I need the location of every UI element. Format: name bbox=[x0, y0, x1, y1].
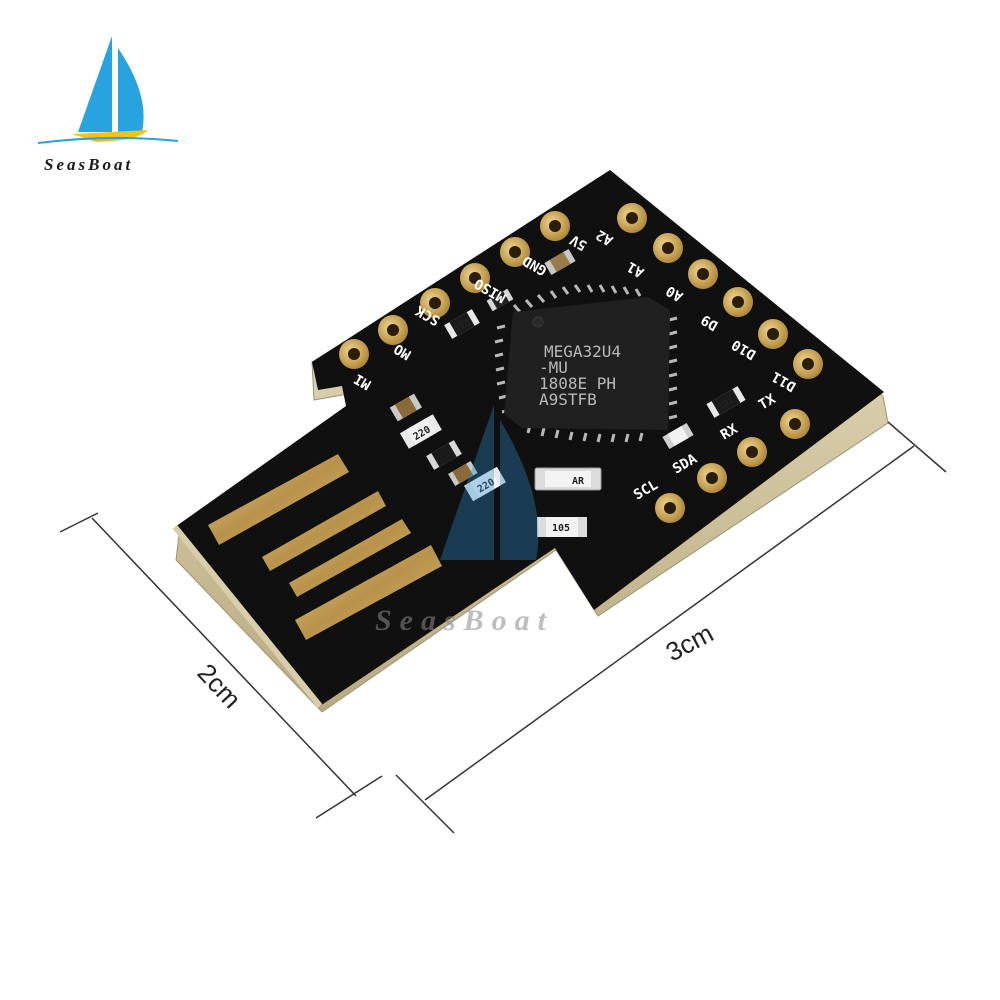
header-pad-hole-14 bbox=[746, 446, 758, 458]
pin-label-5v: 5V bbox=[567, 231, 590, 254]
dimension-width-tick-left bbox=[395, 774, 455, 834]
smd-capacitor-top bbox=[544, 248, 576, 276]
chip-text-line-2: -MU bbox=[539, 358, 568, 377]
chip-text-line-1: MEGA32U4 bbox=[544, 342, 621, 361]
sail-right-icon bbox=[118, 48, 144, 132]
chip-body bbox=[504, 297, 670, 430]
usb-contact-2 bbox=[262, 491, 386, 571]
logo-text: SeasBoat bbox=[44, 155, 133, 174]
pin-label-rx: RX bbox=[718, 421, 741, 444]
pcb-board bbox=[172, 170, 889, 713]
usb-contact-3 bbox=[289, 519, 411, 597]
pin-label-a1: A1 bbox=[624, 258, 647, 280]
seasboat-logo: SeasBoat bbox=[37, 36, 179, 174]
header-pad-hole-13 bbox=[789, 418, 801, 430]
watermark-sail-icon bbox=[440, 405, 494, 560]
smd-resistor-mid bbox=[426, 440, 462, 470]
pin-label-d9: D9 bbox=[698, 311, 721, 333]
pin-label-tx: TX bbox=[756, 391, 779, 414]
header-pad-hole-9 bbox=[697, 268, 709, 280]
mcu-chip: MEGA32U4 -MU 1808E PH A9STFB bbox=[494, 284, 678, 443]
dimension-height-label: 2cm bbox=[192, 658, 247, 714]
dimension-height bbox=[59, 512, 383, 819]
smd-components: 103 220 220 bbox=[389, 248, 746, 537]
dimension-width-label: 3cm bbox=[661, 618, 718, 668]
header-pad-hole-7 bbox=[626, 212, 638, 224]
chip-text-line-3: 1808E PH bbox=[539, 374, 616, 393]
watermark: SeasBoat bbox=[375, 405, 554, 637]
smd-capacitor-mid bbox=[448, 460, 478, 487]
watermark-text: SeasBoat bbox=[375, 604, 554, 637]
header-pad-hole-5 bbox=[509, 246, 521, 258]
smd-capacitor-105: 105 bbox=[537, 517, 587, 537]
chip-text-line-4: A9STFB bbox=[539, 390, 597, 409]
sail-left-icon bbox=[78, 36, 112, 132]
usb-contact-1 bbox=[208, 454, 349, 545]
header-pad-hole-3 bbox=[429, 297, 441, 309]
header-pad-hole-12 bbox=[802, 358, 814, 370]
smd-crystal-ar: AR bbox=[534, 467, 602, 491]
header-pad-hole-10 bbox=[732, 296, 744, 308]
smd-resistor-small bbox=[486, 288, 514, 312]
smd-label-105: 105 bbox=[552, 523, 570, 534]
pin-label-a0: A0 bbox=[663, 282, 686, 304]
header-pad-hole-15 bbox=[706, 472, 718, 484]
chip-pin1-dot bbox=[532, 316, 544, 328]
dimension-width bbox=[395, 421, 947, 834]
header-pad-hole-4 bbox=[469, 272, 481, 284]
header-pad-hole-1 bbox=[348, 348, 360, 360]
dimension-width-line bbox=[424, 445, 915, 801]
dimension-height-line bbox=[91, 517, 357, 797]
header-pad-hole-16 bbox=[664, 502, 676, 514]
pin-label-a2: A2 bbox=[593, 226, 616, 248]
smd-resistor-102: 102 bbox=[706, 386, 746, 418]
pin-label-mo: MO bbox=[391, 340, 414, 362]
dimension-width-tick-right bbox=[887, 421, 947, 473]
smd-label-ar: AR bbox=[572, 476, 585, 487]
smd-capacitor-left bbox=[389, 393, 422, 422]
pin-label-mi: MI bbox=[351, 370, 374, 392]
dimension-height-tick-bottom bbox=[315, 775, 383, 819]
smd-led bbox=[662, 422, 694, 450]
header-pad-hole-6 bbox=[549, 220, 561, 232]
usb-contacts bbox=[208, 454, 442, 640]
chip-pins bbox=[494, 284, 678, 443]
header-pad-hole-8 bbox=[662, 242, 674, 254]
dimension-height-tick-top bbox=[59, 512, 99, 533]
usb-contact-4 bbox=[295, 545, 442, 640]
pcb-top bbox=[175, 170, 884, 706]
header-pad-hole-2 bbox=[387, 324, 399, 336]
header-pad-hole-11 bbox=[767, 328, 779, 340]
header-pads bbox=[339, 203, 823, 523]
